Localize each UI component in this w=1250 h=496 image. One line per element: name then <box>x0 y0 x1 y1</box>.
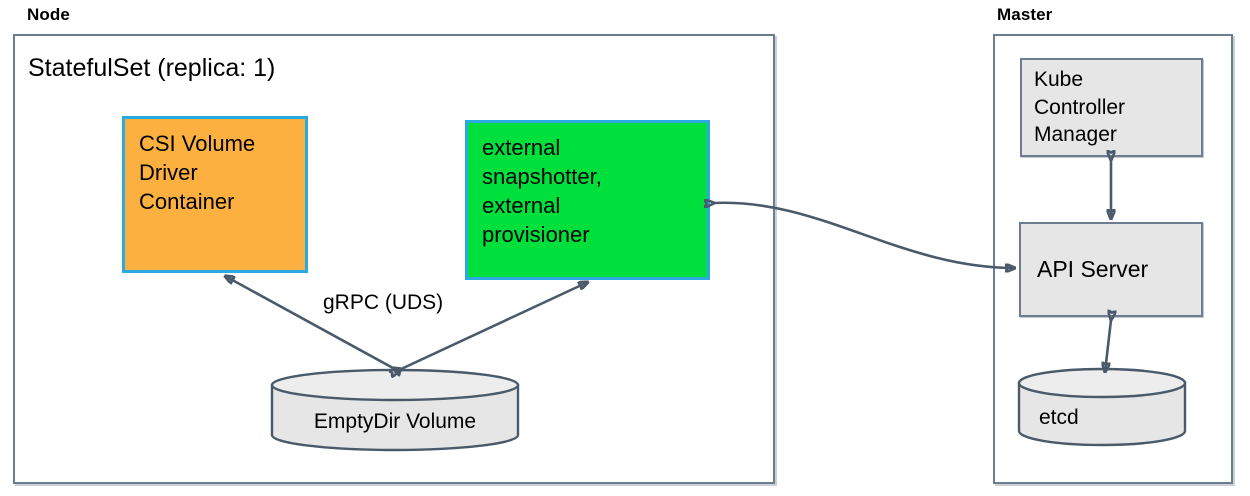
csi-volume-driver-container-box[interactable]: CSI Volume Driver Container <box>122 116 308 273</box>
external-sidecars-box[interactable]: external snapshotter, external provision… <box>465 120 710 280</box>
emptydir-volume-label: EmptyDir Volume <box>313 410 477 433</box>
kube-controller-manager-box[interactable]: Kube Controller Manager <box>1020 58 1203 157</box>
grpc-uds-label: gRPC (UDS) <box>323 291 444 314</box>
master-zone-label: Master <box>997 5 1053 24</box>
node-zone-label: Node <box>27 5 70 24</box>
emptydir-volume-cylinder[interactable]: EmptyDir Volume <box>270 368 520 452</box>
cylinder-top <box>270 368 520 402</box>
statefulset-title: StatefulSet (replica: 1) <box>28 54 276 82</box>
etcd-label: etcd <box>1039 406 1079 429</box>
etcd-cylinder[interactable]: etcd <box>1017 367 1187 448</box>
cylinder-body <box>1017 381 1187 447</box>
cylinder-body <box>270 383 520 452</box>
api-server-box[interactable]: API Server <box>1019 222 1203 317</box>
cylinder-top <box>1017 367 1187 399</box>
